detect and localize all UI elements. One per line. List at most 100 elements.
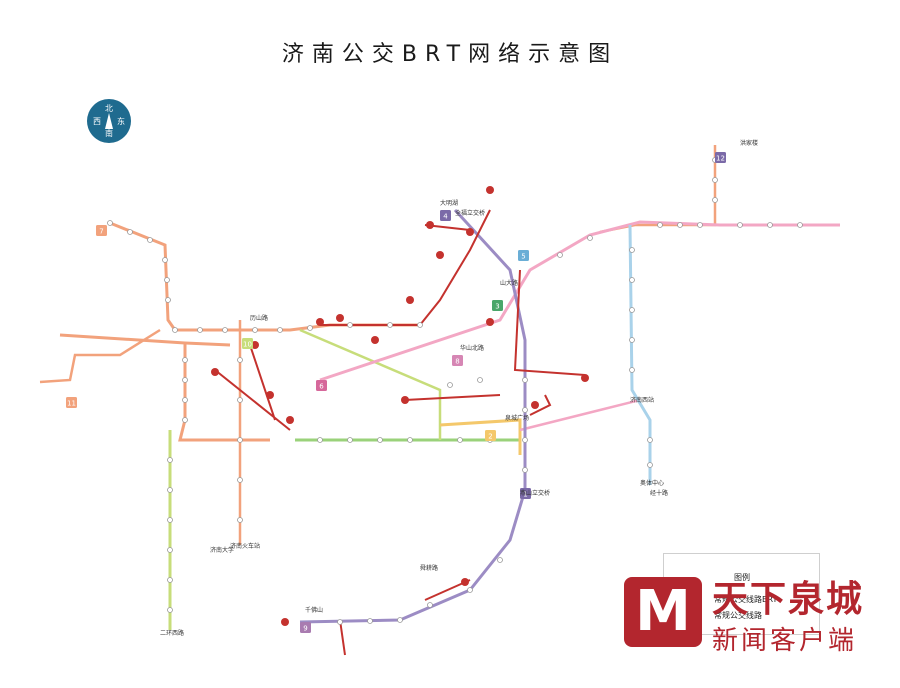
route-line-red-4 (339, 619, 346, 656)
route-line-orange-sw (39, 328, 161, 384)
stop-marker (647, 437, 653, 443)
compass-rose: 北 西 东 南 (87, 99, 131, 143)
stop-marker (407, 437, 413, 443)
stop-marker (629, 367, 635, 373)
stop-marker (677, 222, 683, 228)
line-badge-number: 10 (243, 341, 252, 349)
line-badge-9: 9 (300, 622, 311, 633)
route-line-red-2 (320, 209, 491, 326)
stop-label: 全福立交桥 (455, 209, 485, 217)
route-line-pink-south (519, 398, 641, 432)
stop-label: 济南大学 (210, 546, 234, 554)
stop-marker (737, 222, 743, 228)
stop-marker (712, 197, 718, 203)
stop-marker (147, 237, 153, 243)
brand-name-top: 天下泉城 (712, 578, 865, 620)
stop-marker (427, 602, 433, 608)
stop-marker (277, 327, 283, 333)
legend-row-regular: 常规公交线路 (714, 611, 762, 620)
stop-marker (167, 577, 173, 583)
stop-marker (387, 322, 393, 328)
stop-label: 经十路 (650, 489, 668, 497)
compass-east-label: 东 (117, 117, 125, 126)
stop-label: 千佛山 (305, 606, 323, 614)
route-line-lightgreen-2 (299, 328, 442, 440)
line-badge-7: 7 (96, 225, 107, 236)
stop-labels: 济南火车站大明湖泉城广场燕山立交桥济南西站洪家楼山大路千佛山奥体中心济南大学全福… (160, 139, 758, 637)
line-badge-number: 11 (67, 400, 76, 408)
interchange-hub-marker (336, 314, 344, 322)
interchange-hub-marker (266, 391, 274, 399)
stop-marker (417, 322, 423, 328)
stop-marker (347, 437, 353, 443)
line-badge-8: 8 (452, 355, 463, 366)
stop-marker (167, 457, 173, 463)
line-badge-number: 12 (716, 155, 725, 163)
stop-marker (347, 322, 353, 328)
stop-marker (237, 397, 243, 403)
stop-marker (522, 377, 528, 383)
stop-label: 华山北路 (460, 344, 484, 352)
route-line-orange-ne (599, 145, 717, 234)
interchange-hub-marker (531, 401, 539, 409)
stop-label: 燕山立交桥 (520, 489, 550, 497)
stop-marker (167, 517, 173, 523)
line-badge-2: 2 (485, 430, 496, 441)
stop-label: 舜耕路 (420, 564, 438, 572)
interchange-hub-marker (426, 221, 434, 229)
brand-logo-icon: M (624, 577, 702, 647)
stop-marker (629, 277, 635, 283)
stop-marker (457, 437, 463, 443)
line-badge-number: 8 (455, 358, 459, 366)
route-line-orange-west (109, 221, 420, 332)
stop-marker (252, 327, 258, 333)
compass-north-label: 北 (105, 104, 113, 113)
interchange-hub-marker (286, 416, 294, 424)
interchange-hub-marker (316, 318, 324, 326)
interchange-hub-marker (461, 578, 469, 586)
stop-marker (222, 327, 228, 333)
stop-marker (767, 222, 773, 228)
interchange-hub-marker (436, 251, 444, 259)
stop-marker (167, 547, 173, 553)
stop-markers (107, 157, 803, 626)
stop-marker (182, 417, 188, 423)
line-badge-1: 1 (520, 488, 531, 499)
stop-marker (162, 257, 168, 263)
stop-marker (377, 437, 383, 443)
compass-west-label: 西 (93, 117, 101, 126)
stop-label: 泉城广场 (505, 414, 529, 422)
legend-title: 图例 (734, 573, 750, 582)
stop-marker (397, 617, 403, 623)
stop-marker (522, 467, 528, 473)
line-badge-4: 4 (440, 210, 451, 221)
compass-south-label: 南 (105, 129, 113, 138)
line-badge-number: 7 (99, 228, 103, 236)
stop-marker (167, 487, 173, 493)
stop-label: 山大路 (500, 279, 518, 287)
line-badge-number: 6 (319, 383, 324, 391)
stop-marker (167, 607, 173, 613)
stop-marker (712, 177, 718, 183)
stop-marker (172, 327, 178, 333)
page-title: 济南公交BRT网络示意图 (281, 42, 619, 67)
stop-label: 历山路 (250, 314, 268, 322)
stop-marker (197, 327, 203, 333)
stop-label: 洪家楼 (740, 139, 758, 147)
line-badge-number: 9 (303, 625, 307, 633)
stop-marker (237, 437, 243, 443)
stop-marker (367, 618, 373, 624)
interchange-hub-marker (371, 336, 379, 344)
stop-marker (467, 587, 473, 593)
stop-marker (237, 517, 243, 523)
line-badge-11: 11 (66, 397, 77, 408)
stop-marker (307, 325, 313, 331)
stop-label: 大明湖 (440, 199, 458, 207)
compass-needle-icon (105, 113, 113, 129)
stop-marker (522, 407, 528, 413)
line-badge-number: 4 (443, 213, 448, 221)
stop-marker (127, 229, 133, 235)
route-line-purple (299, 208, 527, 624)
stop-marker (797, 222, 803, 228)
stop-marker (317, 437, 323, 443)
